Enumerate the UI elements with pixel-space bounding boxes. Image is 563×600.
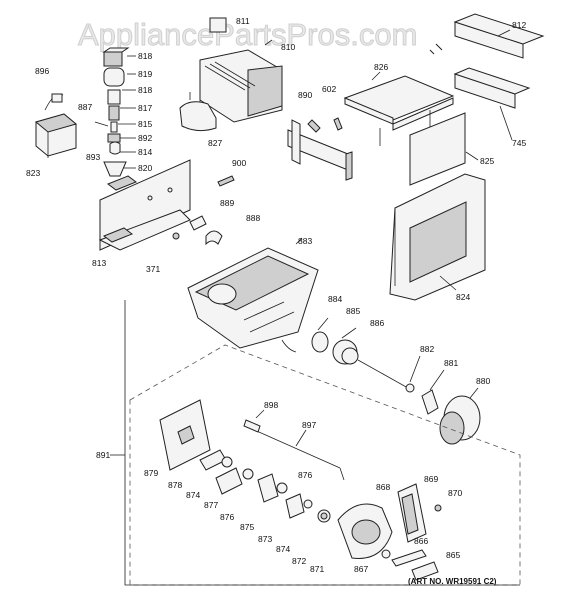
part-label-881: 881 [444, 358, 458, 368]
part-label-826: 826 [374, 62, 388, 72]
part-bracket-813[interactable] [98, 159, 191, 251]
part-869-870[interactable] [397, 483, 442, 543]
part-745[interactable] [453, 67, 531, 109]
part-panel-825[interactable] [409, 112, 466, 186]
part-label-812: 812 [512, 20, 526, 30]
part-label-900: 900 [232, 158, 246, 168]
part-label-819: 819 [138, 69, 152, 79]
part-rod-897-898[interactable] [243, 419, 345, 481]
part-label-897: 897 [302, 420, 316, 430]
part-label-877: 877 [204, 500, 218, 510]
dashed-assembly-boundary [129, 344, 521, 586]
part-housing-824[interactable] [389, 173, 486, 301]
part-label-876: 876 [298, 470, 312, 480]
part-stack-icemaker-upper[interactable] [102, 47, 130, 177]
part-screws-890-602[interactable] [307, 117, 343, 133]
part-label-827: 827 [208, 138, 222, 148]
part-label-866: 866 [414, 536, 428, 546]
part-827[interactable] [179, 92, 217, 132]
part-label-818: 818 [138, 51, 152, 61]
part-motor-868[interactable] [337, 503, 393, 559]
part-label-893: 893 [86, 152, 100, 162]
part-label-898: 898 [264, 400, 278, 410]
part-label-885: 885 [346, 306, 360, 316]
part-auger-884-886[interactable] [281, 331, 409, 389]
part-label-891: 891 [96, 450, 110, 460]
part-label-896: 896 [35, 66, 49, 76]
part-label-817: 817 [138, 103, 152, 113]
part-label-745: 745 [512, 138, 526, 148]
frame-line [124, 300, 520, 586]
part-bin-883[interactable] [187, 247, 319, 349]
part-label-892: 892 [138, 133, 152, 143]
part-label-371: 371 [146, 264, 160, 274]
part-gears[interactable] [199, 449, 331, 523]
part-bracket-812b[interactable] [429, 13, 545, 59]
part-label-867: 867 [354, 564, 368, 574]
part-label-884: 884 [328, 294, 342, 304]
part-label-824: 824 [456, 292, 470, 302]
part-label-814: 814 [138, 147, 152, 157]
part-label-878: 878 [168, 480, 182, 490]
part-label-873: 873 [258, 534, 272, 544]
part-label-871: 871 [310, 564, 324, 574]
part-label-820: 820 [138, 163, 152, 173]
part-motor-box[interactable] [34, 93, 78, 158]
part-label-868: 868 [376, 482, 390, 492]
part-labels: 811 810 818 819 818 817 815 892 814 820 … [26, 16, 526, 574]
part-tray-826[interactable] [343, 75, 455, 146]
part-label-602: 602 [322, 84, 336, 94]
part-label-872: 872 [292, 556, 306, 566]
part-866-865[interactable] [391, 549, 439, 581]
part-small-clips[interactable] [172, 175, 235, 246]
part-label-879: 879 [144, 468, 158, 478]
part-label-888: 888 [246, 213, 260, 223]
part-label-811: 811 [236, 16, 250, 26]
part-label-869: 869 [424, 474, 438, 484]
part-plate-879[interactable] [159, 399, 211, 471]
part-label-890: 890 [298, 90, 312, 100]
part-label-815: 815 [138, 119, 152, 129]
part-label-865: 865 [446, 550, 460, 560]
part-label-880: 880 [476, 376, 490, 386]
part-label-818: 818 [138, 85, 152, 95]
part-label-870: 870 [448, 488, 462, 498]
part-icemaker-810[interactable] [199, 17, 283, 123]
part-label-882: 882 [420, 344, 434, 354]
part-label-823: 823 [26, 168, 40, 178]
part-label-887: 887 [78, 102, 92, 112]
leader-lines [118, 29, 513, 447]
part-882-881-880[interactable] [405, 383, 481, 445]
part-label-825: 825 [480, 156, 494, 166]
part-label-876: 876 [220, 512, 234, 522]
part-label-813: 813 [92, 258, 106, 268]
part-label-875: 875 [240, 522, 254, 532]
watermark: AppliancePartsPros.com [78, 17, 417, 52]
part-label-889: 889 [220, 198, 234, 208]
part-label-874: 874 [276, 544, 290, 554]
art-number: (ART NO. WR19591 C2) [408, 577, 497, 586]
part-bracket-812a[interactable] [287, 119, 353, 181]
part-label-810: 810 [281, 42, 295, 52]
part-label-886: 886 [370, 318, 384, 328]
part-label-874: 874 [186, 490, 200, 500]
part-label-883: 883 [298, 236, 312, 246]
